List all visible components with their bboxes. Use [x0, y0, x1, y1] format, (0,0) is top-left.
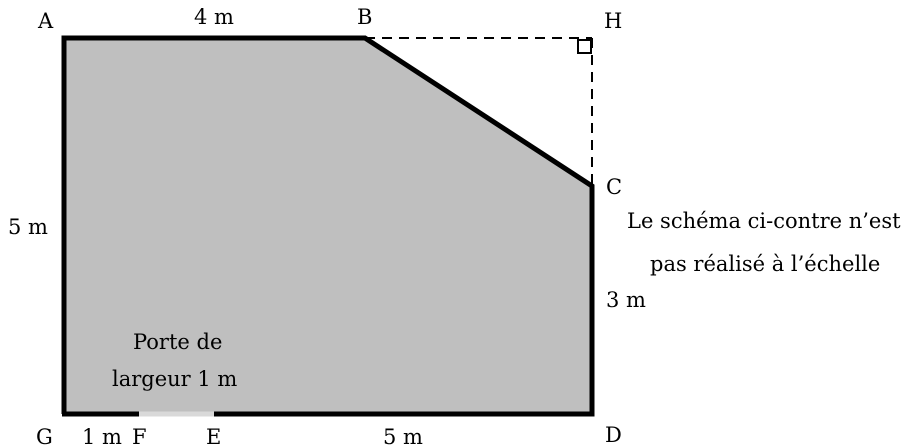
label-point-h: H: [604, 9, 622, 33]
length-ab: 4 m: [194, 5, 234, 29]
scale-note-line-1: Le schéma ci-contre n’est: [627, 209, 901, 233]
room-shape: [64, 38, 592, 414]
scale-note-line-2: pas réalisé à l’échelle: [650, 252, 880, 276]
label-point-a: A: [37, 9, 54, 33]
label-point-b: B: [357, 5, 372, 29]
label-point-g: G: [36, 425, 53, 448]
length-ed: 5 m: [383, 425, 423, 448]
length-cd: 3 m: [606, 288, 646, 312]
label-point-e: E: [206, 425, 221, 448]
right-angle-marker: [578, 40, 591, 53]
label-point-c: C: [606, 175, 622, 199]
length-ag: 5 m: [8, 215, 48, 239]
door-label-line-1: Porte de: [133, 330, 222, 354]
door-label-line-2: largeur 1 m: [112, 367, 237, 391]
label-point-d: D: [605, 423, 622, 447]
label-point-f: F: [132, 425, 147, 448]
length-gf: 1 m: [82, 425, 122, 448]
